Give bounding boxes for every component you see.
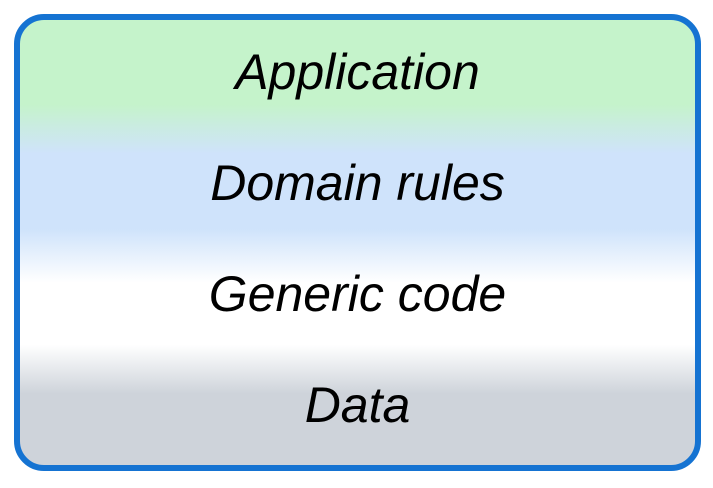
layer-application: Application: [20, 20, 695, 131]
layer-stack-panel: Application Domain rules Generic code Da…: [14, 14, 701, 471]
layer-domain-rules: Domain rules: [20, 131, 695, 242]
layer-data: Data: [20, 354, 695, 465]
layer-application-label: Application: [235, 43, 480, 100]
layer-data-label: Data: [304, 377, 411, 434]
layer-generic-code: Generic code: [20, 243, 695, 354]
layer-domain-rules-label: Domain rules: [210, 154, 505, 211]
layer-generic-code-label: Generic code: [208, 266, 507, 323]
